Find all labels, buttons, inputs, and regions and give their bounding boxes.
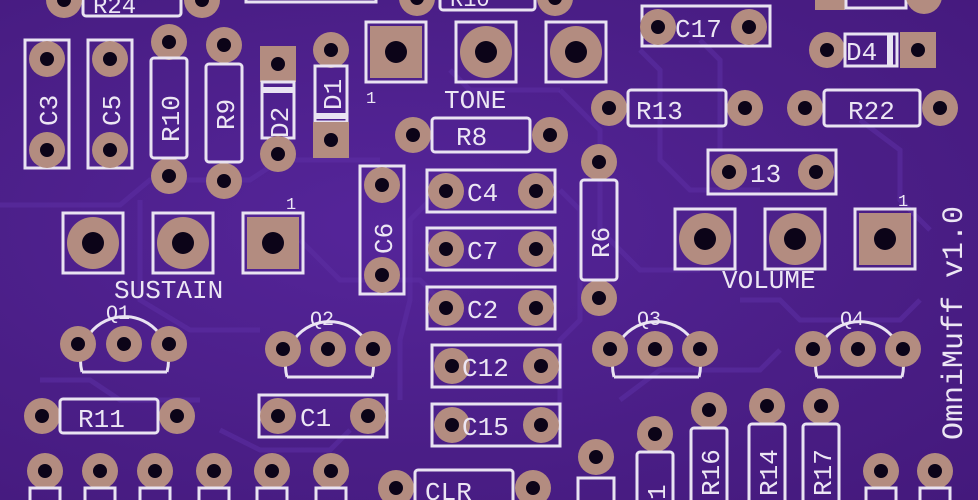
c2-label: C2 [467,296,498,326]
r10-top-resistor: R10 [399,0,573,16]
c4-label: C4 [467,179,498,209]
q2-transistor: Q2 [265,309,391,379]
d1-label: D1 [319,79,349,110]
r22-resistor: R22 [787,88,958,128]
c7-label: C7 [467,237,498,267]
q4-label: Q4 [840,309,864,332]
bottom-right-pads [863,453,953,500]
r16-label: R16 [697,449,727,496]
sustain-potentiometer: 1 SUSTAIN [61,196,305,306]
clr-resistor: CLR [378,468,551,500]
r13-label: R13 [636,97,683,127]
r1-label: 1 [643,484,673,500]
r17-resistor: R17 [801,388,841,500]
r14-resistor: R14 [747,388,787,500]
c12-capacitor: C12 [430,343,562,389]
q1-label: Q1 [106,303,130,326]
r8-resistor: R8 [395,116,568,154]
clr-label: CLR [425,478,472,500]
tone-label: TONE [444,86,506,116]
c15-capacitor: C15 [430,402,562,448]
q4-transistor: Q4 [795,309,921,379]
r11-resistor: R11 [24,397,195,435]
sustain-label: SUSTAIN [114,276,223,306]
r13-resistor: R13 [591,88,763,128]
c6-label: C6 [370,223,400,254]
sustain-pin1-label: 1 [286,196,296,215]
c7-capacitor: C7 [425,226,557,272]
jumper-13-label: 13 [750,160,781,190]
r16-resistor: R16 [689,392,729,500]
volume-pin1-label: 1 [898,193,908,212]
c1-label: C1 [300,404,331,434]
c17-capacitor: C17 [640,4,772,48]
bottom-mid-pad [576,439,616,500]
c17-label: C17 [675,15,722,45]
c4-capacitor: C4 [425,168,557,214]
r1-resistor: 1 [635,416,675,500]
c2-capacitor: C2 [425,285,557,331]
r8-label: R8 [456,123,487,153]
c15-label: C15 [462,413,509,443]
r22-label: R22 [848,97,895,127]
r6-resistor: R6 [579,144,619,316]
jumper-13: 13 [706,148,838,196]
q3-label: Q3 [637,309,661,332]
d2-label: D2 [266,107,296,138]
q3-transistor: Q3 [592,309,718,379]
volume-label: VOLUME [722,266,816,296]
d2-diode: D2 [260,46,296,172]
c1-capacitor: C1 [257,393,389,439]
c12-label: C12 [462,354,509,384]
c5-label: C5 [98,95,128,126]
r11-label: R11 [78,405,125,435]
d4-label: D4 [846,38,877,68]
r10-resistor: R10 [149,24,189,194]
volume-potentiometer: 1 VOLUME [673,193,917,296]
r9-label: R9 [212,99,242,130]
r24-label: R24 [93,0,136,21]
r10-label: R10 [157,95,187,142]
r9-resistor: R9 [204,27,244,199]
r6-label: R6 [587,227,617,258]
r14-label: R14 [755,449,785,496]
r17-label: R17 [809,449,839,496]
c5-capacitor: C5 [86,38,134,170]
d1-diode: D1 [313,32,349,158]
r24-resistor: R24 [46,0,220,21]
c3-capacitor: C3 [23,38,71,170]
bottom-header-pads [27,453,349,500]
board-title: OmniMuff v1.0 [938,206,972,440]
d4-diode: D4 [809,32,936,68]
c6-capacitor: C6 [358,164,406,296]
top-right-component [815,0,942,14]
silk-top-box [244,0,378,4]
tone-pin1-label: 1 [366,90,376,109]
q2-label: Q2 [310,309,334,332]
c3-label: C3 [35,95,65,126]
r10-top-label: R10 [450,0,490,13]
q1-transistor: Q1 [60,303,187,374]
tone-potentiometer: 1 TONE [364,20,608,116]
